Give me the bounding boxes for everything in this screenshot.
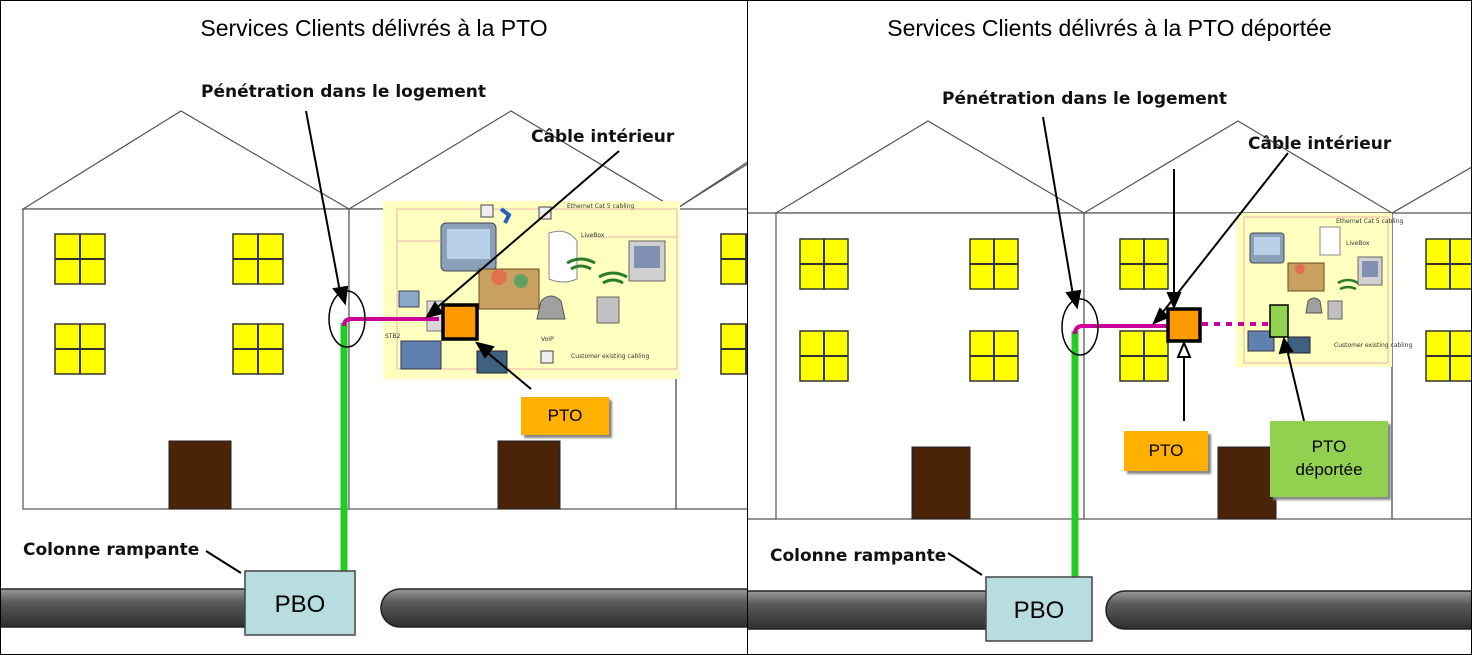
colonne-rampante-pipe: [1, 588, 747, 628]
window: [799, 330, 849, 382]
inset-label: LiveBox: [1346, 240, 1370, 247]
panel-pto: Services Clients délivrés à la PTO: [0, 0, 748, 655]
pto-deportee-box: [1269, 304, 1289, 338]
svg-text:PBO: PBO: [275, 591, 326, 618]
svg-text:PBO: PBO: [1014, 597, 1065, 624]
door: [497, 440, 561, 510]
window: [969, 330, 1019, 382]
pbo-box: PBO: [985, 576, 1093, 642]
penetration-marker: [1061, 298, 1099, 356]
diagram-pto-deportee: Ethernet Cat 5 cabling LiveBox Customer …: [748, 89, 1471, 642]
pto-box: [441, 303, 479, 341]
window: [54, 233, 106, 285]
window: [799, 238, 849, 290]
panel-title-pto: Services Clients délivrés à la PTO: [200, 15, 548, 41]
cable-interieur-label: Câble intérieur: [531, 127, 675, 147]
window: [232, 323, 284, 375]
window: [1119, 330, 1169, 382]
window: [720, 233, 747, 285]
pbo-box: PBO: [244, 570, 356, 636]
diagram-pto: Ethernet Cat 5 cabling LiveBox Customer …: [1, 82, 747, 636]
pto-deportee-tag: PTO déportée: [1270, 421, 1388, 497]
colonne-rampante-pipe: [748, 590, 1471, 630]
interior-cable: [342, 317, 439, 327]
pointer-arrows: [947, 116, 1305, 576]
door: [911, 446, 971, 520]
door: [168, 440, 232, 510]
window: [232, 233, 284, 285]
equipment-inset: Ethernet Cat 5 cabling LiveBox Customer …: [1236, 213, 1412, 367]
inset-label: Customer existing cabling: [1334, 342, 1412, 349]
penetration-label: Pénétration dans le logement: [201, 82, 486, 102]
pto-box: [1166, 307, 1202, 343]
pto-tag: PTO: [1124, 431, 1208, 471]
window: [1425, 330, 1471, 382]
colonne-rampante-label: Colonne rampante: [23, 540, 199, 560]
pointer-arrows: [205, 110, 620, 574]
panel-title-pto-deportee: Services Clients délivrés à la PTO dépor…: [887, 15, 1332, 41]
penetration-label: Pénétration dans le logement: [942, 89, 1227, 109]
window: [54, 323, 106, 375]
equipment-inset: Ethernet Cat 5 cabling LiveBox Customer …: [383, 201, 680, 379]
window: [1425, 238, 1471, 290]
inset-label: Ethernet Cat 5 cabling: [1336, 218, 1404, 225]
inset-label: Customer existing cabling: [571, 353, 649, 360]
panel-pto-deportee: Services Clients délivrés à la PTO dépor…: [748, 0, 1472, 655]
window: [969, 238, 1019, 290]
pto-tag: PTO: [521, 397, 609, 435]
inset-label: VoIP: [541, 336, 554, 343]
window: [1119, 238, 1169, 290]
inset-label: STB2: [385, 333, 401, 340]
door: [1217, 446, 1277, 520]
interior-cable: [1073, 324, 1168, 335]
inset-label: LiveBox: [581, 232, 605, 239]
inset-label: Ethernet Cat 5 cabling: [567, 203, 635, 210]
colonne-rampante-label: Colonne rampante: [770, 546, 946, 566]
cable-interieur-label: Câble intérieur: [1248, 134, 1392, 154]
window: [720, 323, 747, 375]
